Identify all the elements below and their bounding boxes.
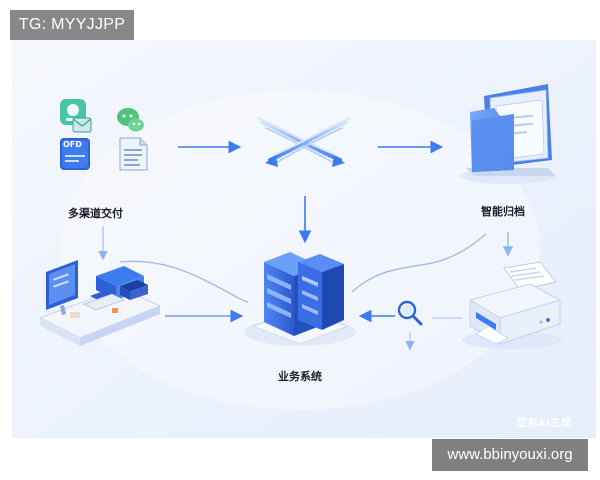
email-icon (72, 117, 92, 133)
multichannel-delivery-label: 多渠道交付 (68, 207, 123, 220)
file-folder-icon (460, 84, 556, 184)
cross-arrows-icon (257, 117, 351, 167)
site-url-badge: www.bbinyouxi.org (432, 439, 588, 471)
ai-generated-watermark: 豆包AI生成 (517, 418, 572, 429)
workstation-icon (38, 260, 162, 346)
curve-workstation-to-server (119, 260, 249, 303)
connectors (98, 140, 514, 351)
curve-server-to-archive (351, 233, 487, 293)
ofd-badge: OFD (63, 140, 82, 149)
magnifier-icon (397, 300, 423, 326)
printer-icon (462, 261, 562, 349)
smart-archive-label: 智能归档 (481, 205, 525, 218)
business-system-label: 业务系统 (278, 370, 322, 383)
wechat-icon (117, 108, 144, 132)
top-left-tag: TG: MYYJJPP (10, 10, 134, 40)
ofd-document-icon (60, 138, 90, 170)
text-document-icon (119, 137, 148, 171)
server-rack-icon (244, 252, 356, 346)
